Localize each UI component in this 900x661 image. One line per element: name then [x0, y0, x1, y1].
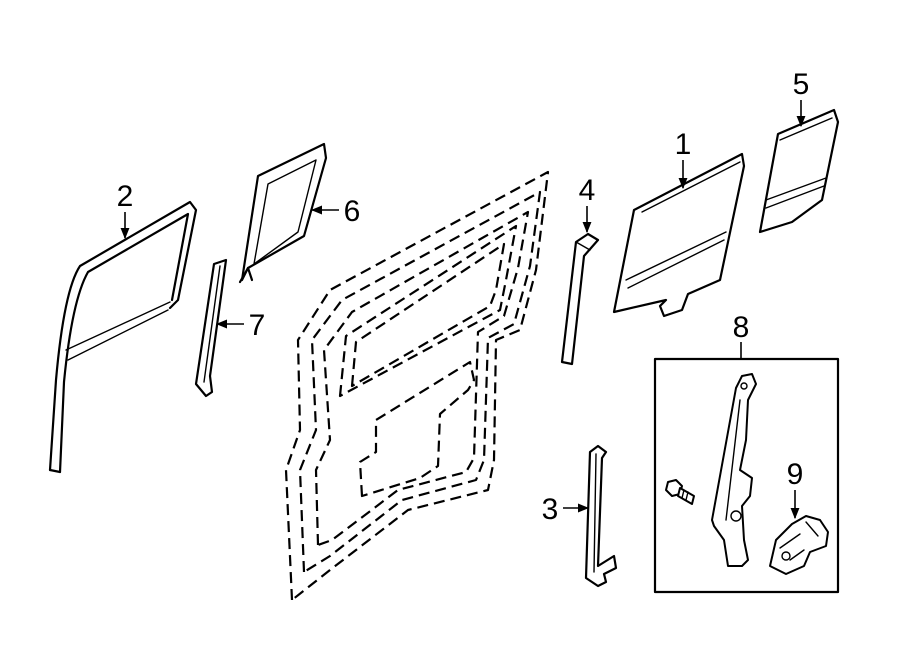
part-1-door-glass: [612, 152, 746, 318]
part-8-regulator-box: [653, 357, 840, 594]
part-6-quarter-frame: [238, 142, 328, 284]
callout-labels: 2 6 7 4 1 5 3 8 9: [117, 68, 810, 526]
leader-lines: [120, 100, 806, 520]
part-2-glass-run-frame: [48, 200, 198, 474]
callout-1: 1: [675, 128, 692, 161]
callout-5: 5: [793, 68, 810, 101]
part-5-quarter-glass: [758, 108, 840, 234]
callout-8: 8: [733, 311, 750, 344]
callout-7: 7: [249, 309, 266, 342]
part-7-division-channel: [194, 258, 228, 398]
callout-6: 6: [344, 195, 361, 228]
callout-3: 3: [542, 493, 559, 526]
part-9-window-motor: [769, 515, 829, 575]
callout-4: 4: [579, 174, 596, 207]
part-4-front-channel: [560, 232, 600, 366]
callout-9: 9: [787, 458, 804, 491]
callout-2: 2: [117, 180, 134, 213]
part-3-rear-channel: [584, 444, 618, 588]
door-panel-dashed-outline: [284, 170, 550, 602]
